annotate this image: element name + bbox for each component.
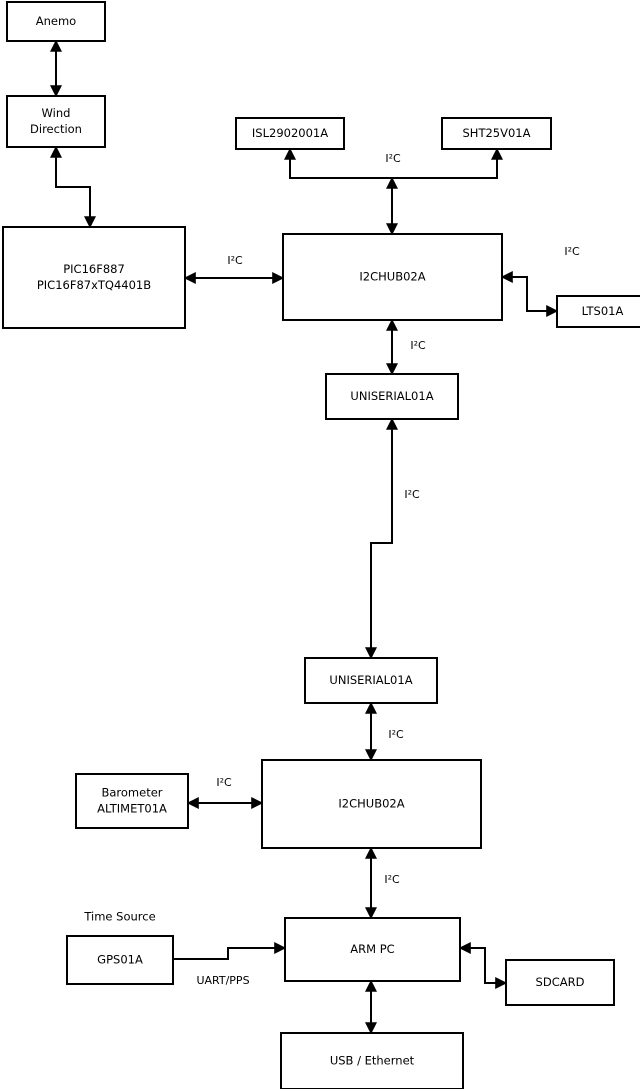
edge-label-barometer-hub2: I²C — [216, 776, 232, 789]
node-label-barometer: Barometer — [101, 786, 162, 800]
edge-pic-hub: I²C — [183, 254, 285, 284]
edge-hub-lts: I²C — [500, 245, 580, 317]
node-box-wind[interactable] — [6, 95, 106, 148]
node-label-sht: SHT25V01A — [463, 126, 531, 140]
node-box-sht[interactable] — [441, 117, 552, 150]
node-box-anemo[interactable] — [6, 1, 106, 42]
edge-label-hub-isl-sht: I²C — [385, 152, 401, 165]
node-box-uniserial_bot[interactable] — [304, 657, 438, 704]
node-box-pic[interactable] — [2, 226, 186, 329]
edge-hub2-armpc: I²C — [365, 846, 400, 920]
node-sdcard[interactable]: SDCARD — [505, 959, 615, 1006]
edge-label-uniserial-hub2: I²C — [388, 728, 404, 741]
node-label-wind: Direction — [30, 122, 82, 136]
edge-path — [50, 145, 96, 229]
node-label-hub_bot: I2CHUB02A — [338, 797, 404, 811]
node-lts[interactable]: LTS01A — [556, 295, 640, 328]
node-label-isl: ISL2902001A — [252, 126, 328, 140]
edge-path — [500, 271, 559, 317]
node-label-uniserial_bot: UNISERIAL01A — [329, 673, 412, 687]
node-box-sdcard[interactable] — [505, 959, 615, 1006]
node-label-gps: GPS01A — [97, 953, 143, 967]
node-box-lts[interactable] — [556, 295, 640, 328]
node-uniserial_bot[interactable]: UNISERIAL01A — [304, 657, 438, 704]
edge-armpc-sdcard — [458, 942, 508, 989]
edge-barometer-hub2: I²C — [186, 776, 264, 809]
node-box-isl[interactable] — [235, 117, 345, 150]
edge-path — [365, 417, 398, 660]
node-label-hub_top: I2CHUB02A — [359, 270, 425, 284]
node-label-pic: PIC16F887 — [63, 262, 125, 276]
edges-layer: I²C I²C I²C I²C I²C I²C I²C I²C UART/PPS — [50, 39, 580, 1035]
edge-label-hub-uniserial: I²C — [410, 339, 426, 352]
node-box-uniserial_top[interactable] — [325, 373, 459, 420]
node-anemo[interactable]: Anemo — [6, 1, 106, 42]
label-time-source: Time Source — [83, 910, 155, 924]
node-label-uniserial_top: UNISERIAL01A — [350, 389, 433, 403]
node-usbeth[interactable]: USB / Ethernet — [280, 1032, 464, 1089]
node-armpc[interactable]: ARM PC — [284, 917, 461, 982]
edge-label-hub2-armpc: I²C — [384, 873, 400, 886]
node-label-sdcard: SDCARD — [536, 975, 585, 989]
node-hub_bot[interactable]: I2CHUB02A — [261, 759, 482, 849]
edge-label-uniserial-link: I²C — [404, 488, 420, 501]
edge-hub-uniserial: I²C — [386, 318, 426, 376]
edge-uniserial-link: I²C — [365, 417, 420, 660]
edge-path — [458, 942, 508, 989]
node-hub_top[interactable]: I2CHUB02A — [282, 233, 503, 321]
node-isl[interactable]: ISL2902001A — [235, 117, 345, 150]
node-gps[interactable]: GPS01A — [66, 935, 174, 985]
node-uniserial_top[interactable]: UNISERIAL01A — [325, 373, 459, 420]
node-box-armpc[interactable] — [284, 917, 461, 982]
node-box-usbeth[interactable] — [280, 1032, 464, 1089]
free-labels-layer: Time Source — [83, 910, 155, 924]
node-label-barometer: ALTIMET01A — [97, 802, 167, 816]
edge-label-pic-hub: I²C — [227, 254, 243, 267]
edge-label-hub-lts: I²C — [564, 245, 580, 258]
edge-path — [173, 942, 287, 960]
edge-uniserial-hub2: I²C — [365, 701, 404, 762]
edge-gps-armpc: UART/PPS — [173, 942, 287, 987]
node-label-lts: LTS01A — [582, 304, 624, 318]
node-box-gps[interactable] — [66, 935, 174, 985]
node-label-wind: Wind — [42, 106, 71, 120]
edge-hub-isl-sht: I²C — [284, 147, 503, 236]
node-sht[interactable]: SHT25V01A — [441, 117, 552, 150]
node-box-hub_bot[interactable] — [261, 759, 482, 849]
node-box-hub_top[interactable] — [282, 233, 503, 321]
node-label-usbeth: USB / Ethernet — [330, 1054, 415, 1068]
edge-label-gps-armpc: UART/PPS — [196, 974, 249, 987]
node-label-pic: PIC16F87xTQ4401B — [37, 278, 151, 292]
edge-pic-wind — [50, 145, 96, 229]
node-label-anemo: Anemo — [36, 14, 76, 28]
node-label-armpc: ARM PC — [350, 942, 394, 956]
node-box-barometer[interactable] — [75, 773, 189, 829]
